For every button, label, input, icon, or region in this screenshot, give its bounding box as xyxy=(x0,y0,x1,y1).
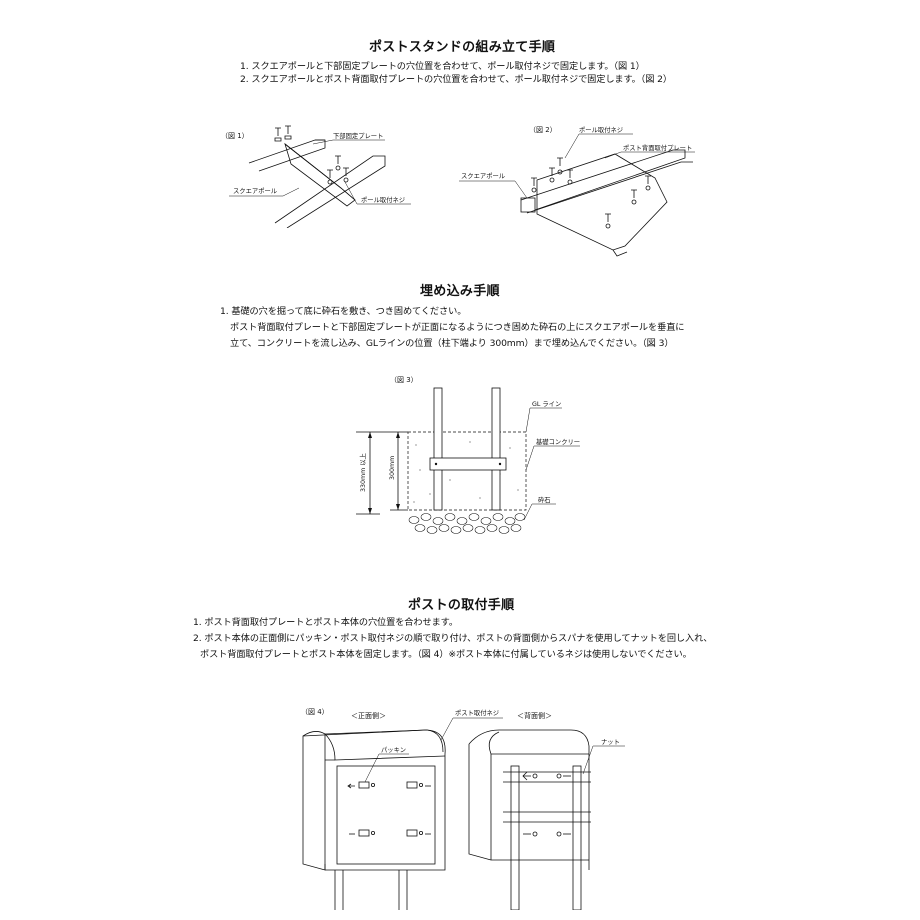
fig3-label: （図 3） xyxy=(390,376,418,384)
fig2-label: （図 2） xyxy=(529,126,557,134)
fig2-pole-label: スクエアポール xyxy=(461,172,505,180)
figure-2-diagram: （図 2） ポール取付ネジ ポスト背面取付プレート スクエアポール xyxy=(459,125,695,257)
section1-title: ポストスタンドの組み立て手順 xyxy=(369,40,556,55)
fig4-nut-label: ナット xyxy=(601,738,620,746)
figure-1-diagram: （図 1） 下部固定プレート スクエアポール ポール取付ネジ xyxy=(221,125,411,228)
section2-step-1-line3: 立て、コンクリートを流し込み、GLラインの位置（柱下端より 300mm）まで埋め… xyxy=(230,338,674,349)
fig3-concrete-label: 基礎コンクリート xyxy=(536,437,580,446)
fig3-dim-inner-label: 300mm xyxy=(389,456,396,480)
section2-step-1-line2: ポスト背面取付プレートと下部固定プレートが正面になるようにつき固めた砕石の上にス… xyxy=(230,322,685,333)
fig4-screw-label: ポスト取付ネジ xyxy=(455,708,499,717)
section1-step-2: 2. スクエアポールとポスト背面取付プレートの穴位置を合わせて、ポール取付ネジで… xyxy=(240,74,672,85)
fig4-packing-label: パッキン xyxy=(381,746,406,754)
fig4-front-label: ＜正面側＞ xyxy=(351,711,386,720)
section3-step-2: 2. ポスト本体の正面側にパッキン・ポスト取付ネジの順で取り付け、ポストの背面側… xyxy=(193,633,713,644)
figure-3-diagram: （図 3） 330mm 以上 300mm GL ライン 基礎コンクリート 砕石 xyxy=(356,376,580,534)
section1-step-1: 1. スクエアポールと下部固定プレートの穴位置を合わせて、ポール取付ネジで固定し… xyxy=(240,61,645,72)
fig2-screw-label: ポール取付ネジ xyxy=(579,125,623,134)
fig1-plate-label: 下部固定プレート xyxy=(333,131,383,140)
fig3-gl-label: GL ライン xyxy=(532,400,561,408)
section3-step-1: 1. ポスト背面取付プレートとポスト本体の穴位置を合わせます。 xyxy=(193,617,458,628)
section3-title: ポストの取付手順 xyxy=(408,598,515,613)
section2-step-1: 1. 基礎の穴を掘って底に砕石を敷き、つき固めてください。 xyxy=(220,306,467,317)
fig4-label: （図 4） xyxy=(301,708,329,716)
section2-title: 埋め込み手順 xyxy=(420,284,500,299)
fig1-pole-label: スクエアポール xyxy=(233,187,277,195)
fig4-back-label: ＜背面側＞ xyxy=(517,711,552,720)
fig3-dim-outer-label: 330mm 以上 xyxy=(358,453,367,492)
section3-step-2-line2: ポスト背面取付プレートとポスト本体を固定します。（図 4）※ポスト本体に付属して… xyxy=(200,649,692,660)
fig2-plate-label: ポスト背面取付プレート xyxy=(623,143,692,152)
fig1-screw-label: ポール取付ネジ xyxy=(361,195,405,204)
fig3-gravel-label: 砕石 xyxy=(538,495,551,504)
figure-4-diagram: （図 4） ＜正面側＞ ＜背面側＞ パッキン ポスト取付ネジ ナット xyxy=(301,708,625,910)
fig1-label: （図 1） xyxy=(221,132,249,140)
